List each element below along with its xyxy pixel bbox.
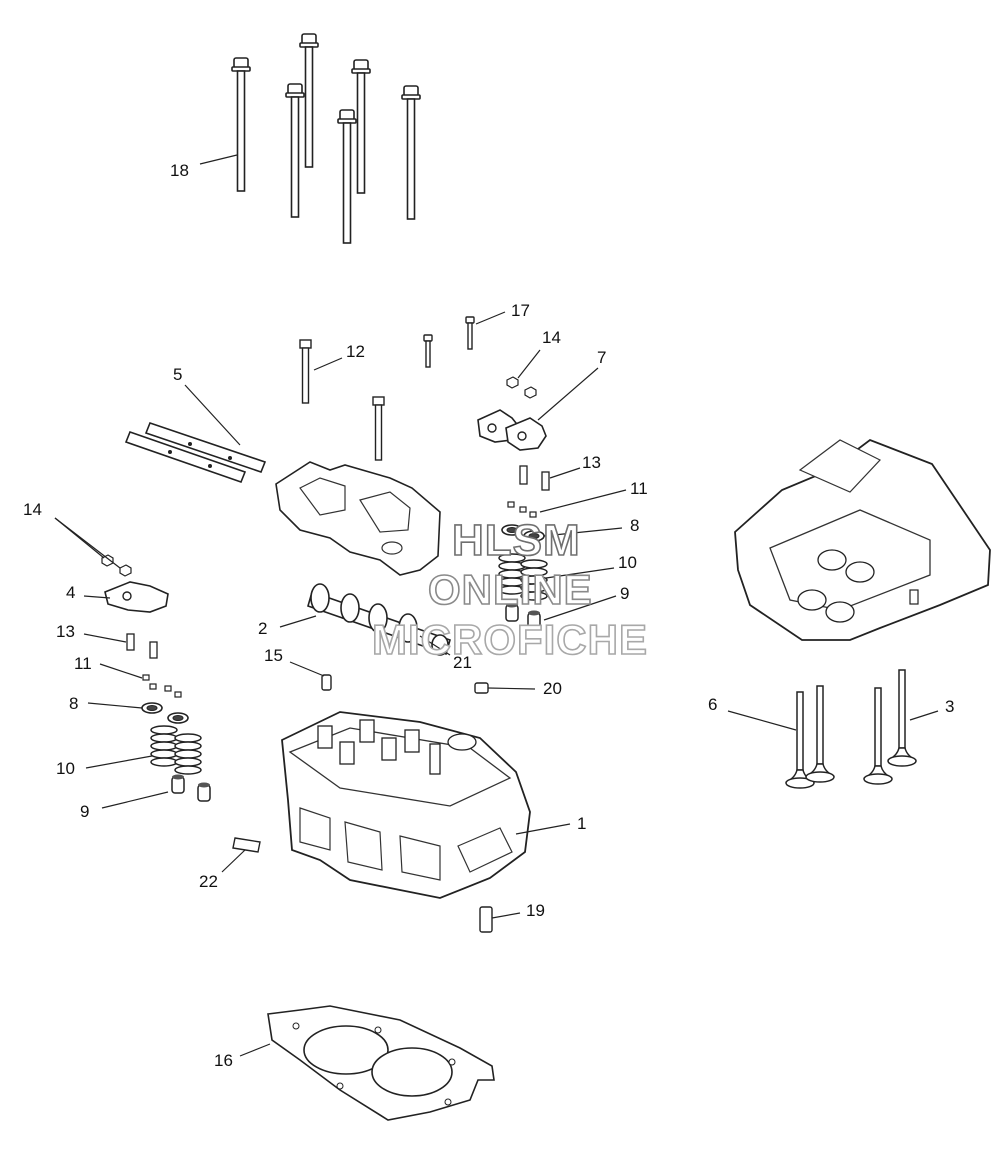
rocker-arm-left — [101, 554, 169, 613]
callout-5: 5 — [173, 365, 182, 384]
rocker-arms-upper — [477, 376, 547, 451]
callout-13-left: 13 — [56, 622, 75, 641]
head-bolt-set — [231, 33, 421, 244]
camshaft-carrier — [275, 461, 441, 576]
valves — [785, 669, 917, 789]
callout-17: 17 — [511, 301, 530, 320]
callout-8-upper: 8 — [630, 516, 639, 535]
callout-9-left: 9 — [80, 802, 89, 821]
callout-labels: 18 17 12 14 7 5 13 11 8 10 9 14 4 2 21 1… — [23, 161, 954, 1070]
cylinder-head-underside — [734, 438, 991, 641]
callout-12: 12 — [346, 342, 365, 361]
callout-13-upper: 13 — [582, 453, 601, 472]
camshaft — [307, 583, 451, 656]
callout-4: 4 — [66, 583, 75, 602]
callout-14-left: 14 — [23, 500, 42, 519]
callout-21: 21 — [453, 653, 472, 672]
callout-22: 22 — [199, 872, 218, 891]
leader-lines — [54, 154, 939, 1057]
dowel-pins — [232, 674, 493, 933]
callout-6: 6 — [708, 695, 717, 714]
callout-19: 19 — [526, 901, 545, 920]
camshaft-bolts — [299, 316, 475, 461]
callout-16: 16 — [214, 1051, 233, 1070]
valve-train-left — [126, 633, 211, 802]
rocker-shafts — [124, 421, 267, 484]
cylinder-head — [281, 711, 531, 899]
callout-8-left: 8 — [69, 694, 78, 713]
callout-3: 3 — [945, 697, 954, 716]
callout-11-left: 11 — [74, 654, 92, 673]
callout-11-upper: 11 — [630, 479, 648, 498]
callout-18: 18 — [170, 161, 189, 180]
callout-1: 1 — [577, 814, 586, 833]
callout-10-left: 10 — [56, 759, 75, 778]
callout-9-upper: 9 — [620, 584, 629, 603]
callout-7: 7 — [597, 348, 606, 367]
callout-15: 15 — [264, 646, 283, 665]
valve-train-right — [498, 465, 550, 630]
callout-2: 2 — [258, 619, 267, 638]
callout-20: 20 — [543, 679, 562, 698]
head-gasket — [267, 1005, 495, 1121]
callout-10-upper: 10 — [618, 553, 637, 572]
callout-14-upper: 14 — [542, 328, 561, 347]
